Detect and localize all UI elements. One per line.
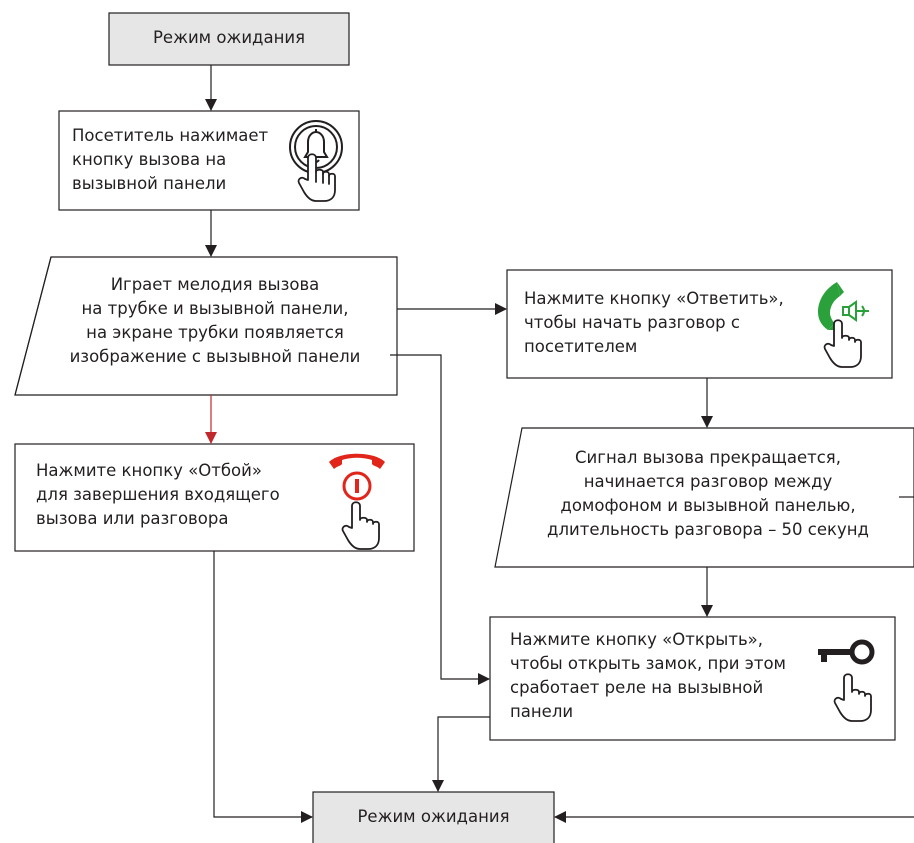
start-terminal: [108, 12, 350, 66]
answer-text: Нажмите кнопку «Ответить», чтобы начать …: [524, 287, 814, 359]
hangup-phone-icon: [329, 453, 385, 469]
text-line: вызова или разговора: [36, 509, 229, 528]
text-line: Играет мелодия вызова: [110, 275, 320, 294]
text-line: на экране трубки появляется: [86, 323, 344, 342]
text-line: панели: [510, 702, 574, 721]
arrow-open-to-end: [432, 716, 490, 792]
conversation-text: Сигнал вызова прекращается, начинается р…: [508, 446, 908, 542]
open-text: Нажмите кнопку «Открыть», чтобы открыть …: [510, 628, 810, 724]
speaker-icon: [842, 300, 869, 322]
hand-pointer-icon: [297, 153, 336, 202]
text-line: на трубке и вызывной панели,: [81, 299, 349, 318]
text-line: Сигнал вызова прекращается,: [575, 448, 841, 467]
text-line: Нажмите кнопку «Открыть»,: [510, 630, 764, 649]
text-line: домофоном и вызывной панелью,: [560, 496, 856, 515]
text-line: сработает реле на вызывной: [510, 678, 764, 697]
text-line: чтобы начать разговор с: [524, 313, 740, 332]
text-line: кнопку вызова на: [72, 150, 227, 169]
text-line: посетителем: [524, 337, 638, 356]
hand-pointer-icon: [341, 501, 380, 550]
arrow-ringing-to-open: [390, 354, 490, 685]
hand-pointer-icon: [833, 673, 872, 722]
ringing-left-edge: [14, 256, 52, 396]
text-line: Нажмите кнопку «Ответить»,: [524, 289, 784, 308]
text-line: начинается разговор между: [583, 472, 833, 491]
reject-text: Нажмите кнопку «Отбой» для завершения вх…: [36, 459, 316, 531]
text-line: Нажмите кнопку «Отбой»: [36, 461, 262, 480]
hand-pointer-icon: [823, 319, 862, 368]
conversation-parallelogram: [494, 427, 914, 568]
key-icon: [818, 639, 875, 665]
text-line: длительность разговора – 50 секунд: [547, 520, 869, 539]
start-label: Режим ожидания: [152, 28, 306, 47]
ringing-text: Играет мелодия вызова на трубке и вызывн…: [40, 273, 390, 369]
arrow-reject-to-end: [213, 551, 313, 823]
text-line: вызывной панели: [72, 174, 227, 193]
visitor-call-text: Посетитель нажимает кнопку вызова на выз…: [72, 124, 292, 196]
end-terminal: [312, 791, 555, 843]
power-button-icon: [342, 471, 372, 501]
text-line: изображение с вызывной панели: [69, 347, 361, 366]
text-line: для завершения входящего: [36, 485, 280, 504]
end-label: Режим ожидания: [357, 807, 510, 826]
text-line: Посетитель нажимает: [72, 126, 269, 145]
open-box: [489, 616, 896, 741]
text-line: чтобы открыть замок, при этом: [510, 654, 786, 673]
